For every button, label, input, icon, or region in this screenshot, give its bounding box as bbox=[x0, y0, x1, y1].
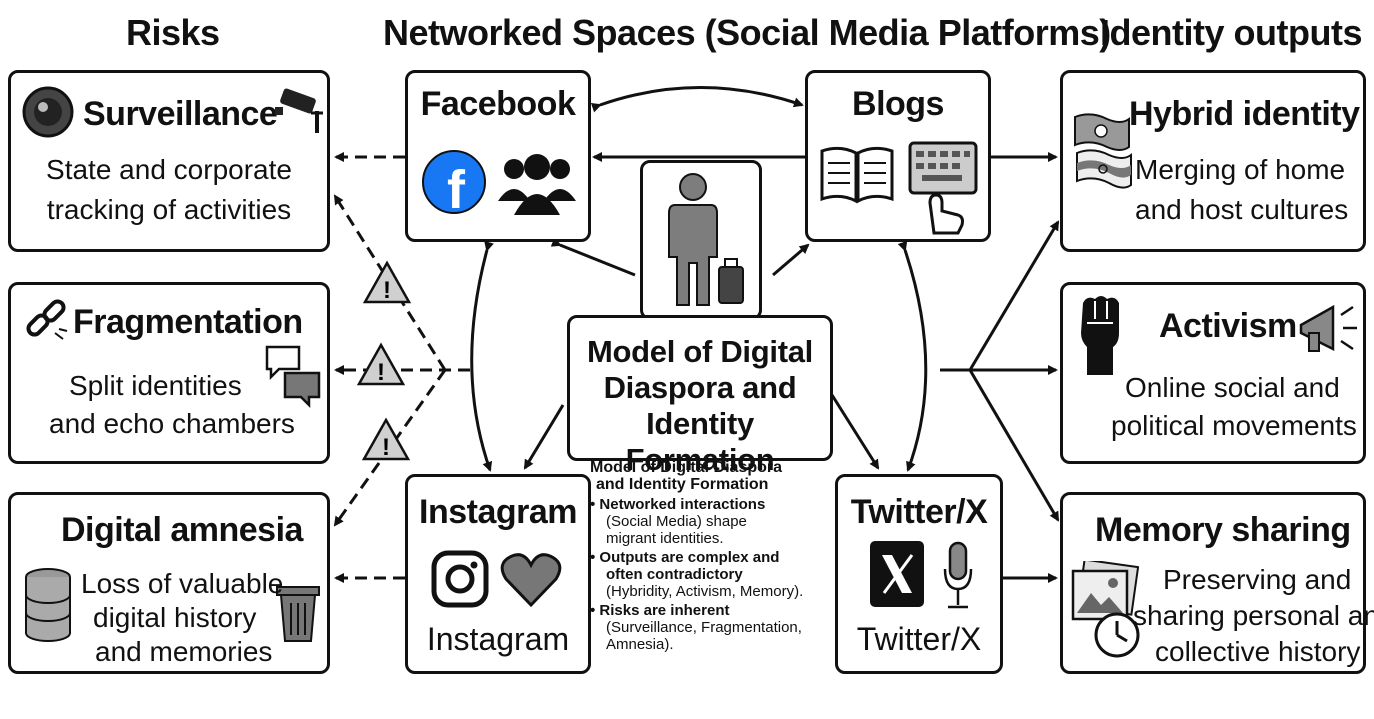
svg-text:f: f bbox=[447, 160, 466, 217]
flags-icon bbox=[1074, 113, 1132, 189]
output-desc-line: Online social and bbox=[1125, 372, 1340, 403]
eye-icon bbox=[22, 86, 74, 138]
note-bullet-bold: • Risks are inherent bbox=[590, 602, 730, 619]
arrow-facebook-blogs bbox=[590, 86, 804, 113]
notes-heading: Model of Digital Diaspora bbox=[590, 459, 783, 476]
risk-surveillance-card: Surveillance State and corporate trackin… bbox=[8, 70, 330, 252]
svg-text:!: ! bbox=[382, 434, 390, 461]
arrow-to-memory bbox=[968, 369, 1060, 522]
output-desc-line: sharing personal and bbox=[1133, 600, 1374, 631]
instagram-logo-icon bbox=[431, 550, 489, 608]
risk-desc-line: Loss of valuable bbox=[81, 568, 284, 599]
center-title-line: Diaspora and bbox=[603, 370, 797, 405]
arrow-center-instagram bbox=[523, 404, 565, 470]
note-bullet-text: Amnesia). bbox=[606, 636, 674, 653]
raised-fist-icon bbox=[1081, 296, 1119, 375]
speech-bubbles-icon bbox=[265, 345, 321, 409]
platform-instagram-card: Instagram Instagram bbox=[405, 474, 591, 674]
note-bullet-bold: often contradictory bbox=[606, 566, 743, 583]
risk-desc-line: digital history bbox=[93, 602, 257, 633]
output-memory-card: Memory sharing Preserving and sharing pe… bbox=[1060, 492, 1374, 674]
note-bullet-text: (Surveillance, Fragmentation, bbox=[606, 619, 802, 636]
risk-title: Surveillance bbox=[83, 95, 278, 133]
output-title: Hybrid identity bbox=[1129, 95, 1360, 133]
arrow-center-facebook bbox=[550, 237, 636, 277]
note-bullet-bold: • Networked interactions bbox=[590, 496, 766, 513]
broken-link-icon bbox=[26, 299, 68, 340]
risks-header: Risks bbox=[126, 12, 220, 53]
microphone-icon bbox=[943, 541, 973, 609]
arrow-center-blogs bbox=[772, 243, 810, 277]
output-desc-line: Merging of home bbox=[1135, 154, 1346, 185]
risk-fragmentation-card: Fragmentation Split identities and echo … bbox=[8, 282, 330, 464]
risk-title: Digital amnesia bbox=[61, 511, 303, 549]
cctv-camera-icon bbox=[275, 88, 323, 133]
platform-facebook-card: Facebook f bbox=[405, 70, 591, 242]
platform-blogs-card: Blogs bbox=[805, 70, 991, 242]
center-title-line: Identity Formation bbox=[625, 406, 775, 477]
output-desc-line: and host cultures bbox=[1135, 194, 1349, 225]
photos-icon bbox=[1071, 561, 1139, 621]
warning-triangle-icon: ! bbox=[361, 417, 411, 461]
heart-icon bbox=[500, 553, 562, 608]
migrant-figure-card bbox=[640, 160, 762, 320]
model-notes: Model of Digital Diaspora and Identity F… bbox=[590, 459, 840, 653]
risk-desc-line: and echo chambers bbox=[49, 408, 295, 439]
output-title: Activism bbox=[1159, 307, 1297, 345]
notes-heading: and Identity Formation bbox=[596, 476, 769, 493]
platform-twitter-card: Twitter/X Twitter/X bbox=[835, 474, 1003, 674]
svg-text:!: ! bbox=[377, 359, 385, 386]
note-bullet-text: (Social Media) shape bbox=[606, 513, 747, 530]
warning-triangle-icon: ! bbox=[356, 342, 406, 386]
clock-icon bbox=[1094, 612, 1140, 658]
platform-title: Facebook bbox=[420, 85, 576, 123]
output-activism-card: Activism Online social and political mov… bbox=[1060, 282, 1366, 464]
database-icon bbox=[25, 568, 71, 642]
megaphone-icon bbox=[1299, 304, 1357, 352]
platform-title: Instagram bbox=[419, 493, 578, 531]
people-group-icon bbox=[498, 154, 576, 215]
platform-label: Twitter/X bbox=[856, 621, 982, 657]
output-desc-line: Preserving and bbox=[1163, 564, 1352, 595]
x-logo-icon bbox=[870, 541, 924, 607]
identity-outputs-header: Identity outputs bbox=[1100, 12, 1362, 53]
center-title: Model of Digital Diaspora and Identity F… bbox=[570, 334, 830, 478]
arrow-facebook-instagram bbox=[470, 240, 494, 472]
note-bullet-text: (Hybridity, Activism, Memory). bbox=[606, 583, 804, 600]
arrow-blogs-twitter bbox=[897, 240, 928, 472]
output-desc-line: political movements bbox=[1111, 410, 1357, 441]
risk-desc-line: Split identities bbox=[69, 370, 242, 401]
note-bullet-bold: • Outputs are complex and bbox=[590, 549, 780, 566]
output-title: Memory sharing bbox=[1095, 511, 1351, 549]
risk-desc-line: tracking of activities bbox=[46, 194, 292, 225]
svg-text:!: ! bbox=[383, 277, 391, 304]
open-book-icon bbox=[820, 146, 894, 204]
networked-spaces-header: Networked Spaces (Social Media Platforms… bbox=[383, 12, 1111, 53]
platform-label: Instagram bbox=[426, 621, 570, 657]
center-title-line: Model of Digital bbox=[587, 334, 813, 369]
platform-title: Twitter/X bbox=[850, 493, 988, 531]
facebook-logo-icon: f bbox=[422, 150, 486, 217]
risk-desc-line: State and corporate bbox=[46, 154, 292, 185]
keyboard-typing-icon bbox=[908, 141, 978, 235]
trash-can-icon bbox=[276, 586, 320, 642]
output-desc-line: collective history bbox=[1155, 636, 1361, 667]
center-model-card: Model of Digital Diaspora and Identity F… bbox=[567, 315, 833, 477]
risk-desc-line: and memories bbox=[95, 636, 273, 667]
arrow-center-twitter bbox=[830, 394, 880, 470]
output-hybrid-card: Hybrid identity Merging of home and host… bbox=[1060, 70, 1366, 252]
migrant-with-suitcase-icon bbox=[668, 173, 744, 306]
arrow-to-hybrid bbox=[968, 220, 1060, 371]
note-bullet-text: migrant identities. bbox=[606, 530, 724, 547]
platform-title: Blogs bbox=[852, 85, 944, 123]
risk-title: Fragmentation bbox=[73, 303, 303, 341]
risk-amnesia-card: Digital amnesia Loss of valuable digital… bbox=[8, 492, 330, 674]
warning-triangle-icon: ! bbox=[362, 260, 412, 304]
